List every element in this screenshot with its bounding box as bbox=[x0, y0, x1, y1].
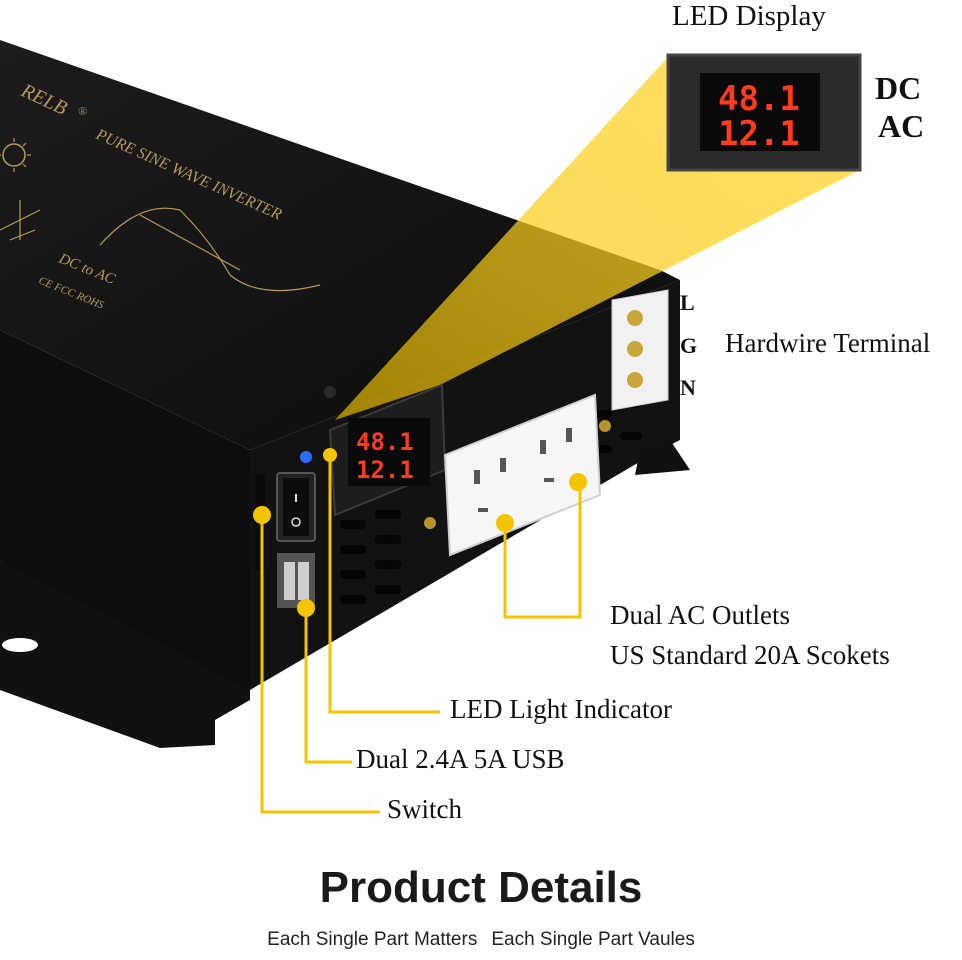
ac-outlets-label: Dual AC Outlets bbox=[610, 600, 790, 630]
zoom-ac-readout: 12.1 bbox=[718, 114, 800, 154]
screw-icon bbox=[324, 386, 336, 398]
switch-label: Switch bbox=[387, 794, 463, 824]
base-flange bbox=[0, 560, 250, 748]
terminal-g-label: G bbox=[680, 333, 698, 358]
mount-slot bbox=[2, 638, 38, 652]
ground-screw-icon bbox=[599, 420, 611, 432]
zoom-dc-readout: 48.1 bbox=[718, 79, 800, 119]
device-ac-readout: 12.1 bbox=[356, 456, 414, 484]
hardwire-terminal-block bbox=[611, 289, 669, 411]
footer-subtitle-2: Each Single Part Vaules bbox=[491, 929, 695, 950]
footer-subtitle: Each Single Part Matters Each Single Part… bbox=[0, 929, 962, 951]
ac-label: AC bbox=[878, 108, 925, 144]
device-dc-readout: 48.1 bbox=[356, 428, 414, 456]
ground-screw-icon bbox=[424, 517, 436, 529]
ac-outlets-spec-label: US Standard 20A Scokets bbox=[610, 640, 890, 670]
device-led-display: 48.1 12.1 bbox=[328, 383, 447, 517]
sun-icon bbox=[0, 138, 31, 172]
footer-title: Product Details bbox=[319, 863, 643, 912]
dc-label: DC bbox=[875, 70, 922, 106]
right-foot bbox=[635, 440, 690, 475]
top-panel bbox=[0, 40, 680, 450]
hardwire-terminal-label: Hardwire Terminal bbox=[725, 328, 931, 358]
led-indicator-light bbox=[300, 451, 312, 463]
ac-outlet-panel bbox=[443, 393, 602, 557]
callout-dots bbox=[253, 448, 587, 617]
terminal-l-label: L bbox=[680, 290, 695, 315]
footer-subtitle-1: Each Single Part Matters bbox=[267, 929, 478, 950]
usb-ports bbox=[277, 553, 315, 608]
led-light-indicator-label: LED Light Indicator bbox=[450, 694, 672, 724]
led-display-label: LED Display bbox=[672, 0, 826, 32]
terminal-n-label: N bbox=[680, 375, 696, 400]
led-display-zoom: 48.1 12.1 bbox=[666, 53, 862, 172]
power-switch bbox=[276, 472, 316, 542]
callout-lines bbox=[260, 455, 582, 814]
brand-mark: ® bbox=[78, 104, 87, 118]
usb-label: Dual 2.4A 5A USB bbox=[356, 744, 565, 774]
dc-ac-symbol-icon bbox=[0, 200, 321, 292]
